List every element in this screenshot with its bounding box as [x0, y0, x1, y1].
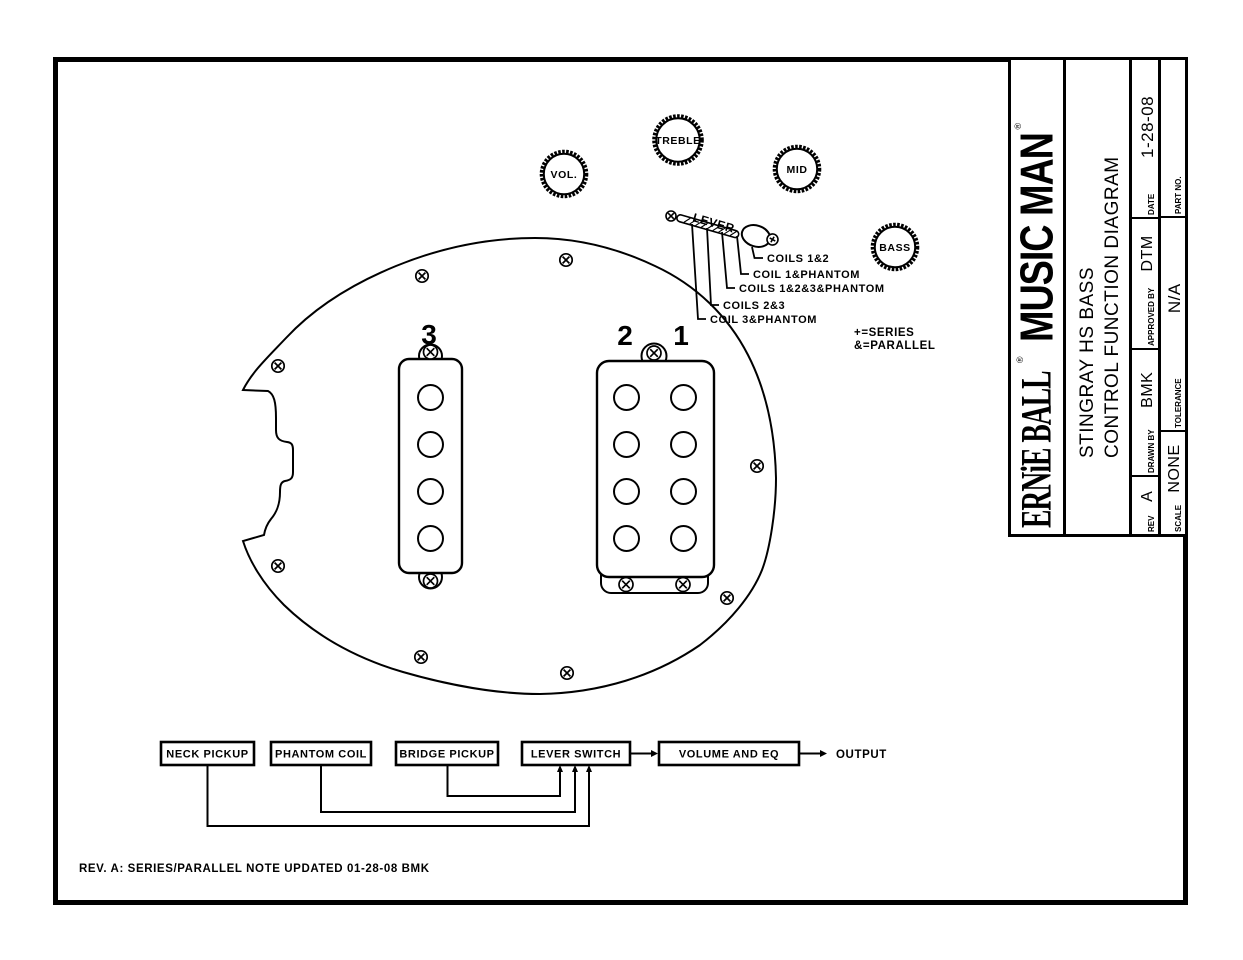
knob-mid: MID — [772, 144, 822, 194]
scale-cell: SCALE NONE — [1161, 430, 1185, 534]
date-label: DATE — [1146, 193, 1156, 215]
drawing-title: STINGRAY HS BASS CONTROL FUNCTION DIAGRA… — [1066, 60, 1132, 534]
rev-cell: REV A — [1132, 475, 1158, 534]
knob-treble: TREBLE — [652, 114, 704, 166]
tolerance-cell: TOLERANCE N/A — [1161, 216, 1185, 430]
series-note-line1: +=SERIES — [854, 327, 914, 339]
knob-treble-label: TREBLE — [655, 135, 701, 147]
registered-mark-icon: ® — [1013, 122, 1023, 130]
music-man-logo: MUSIC MAN — [1011, 133, 1063, 343]
neck-pickup — [397, 343, 464, 590]
switch-position-1: COILS 1&2 — [767, 253, 829, 265]
tolerance-value: N/A — [1165, 283, 1184, 314]
neck-coil-number: 3 — [421, 319, 437, 350]
drawing-title-line2: CONTROL FUNCTION DIAGRAM — [1102, 156, 1123, 458]
bridge-coil-1-number: 1 — [673, 320, 689, 351]
flow-output-label: OUTPUT — [836, 749, 887, 761]
flow-box-phantom-coil: PHANTOM COIL — [275, 749, 367, 761]
approved-by-label: APPROVED BY — [1146, 287, 1156, 346]
flow-box-neck-pickup: NECK PICKUP — [166, 749, 248, 761]
date-cell: DATE 1-28-08 — [1132, 60, 1158, 217]
knob-bass: BASS — [870, 222, 920, 272]
approved-by-cell: APPROVED BY DTM — [1132, 217, 1158, 348]
bridge-pickup — [595, 342, 716, 594]
approved-by-value: DTM — [1139, 235, 1156, 272]
drawing-title-line1: STINGRAY HS BASS — [1077, 266, 1098, 458]
drawn-by-value: BMK — [1139, 371, 1156, 408]
brand-logo: ERNiE BALL ® MUSIC MAN ® — [1011, 60, 1066, 534]
rev-label: REV — [1146, 515, 1156, 532]
ernie-ball-logo: ERNiE BALL — [1012, 371, 1061, 528]
pickguard-outline — [241, 236, 778, 696]
knob-mid-label: MID — [786, 164, 807, 176]
title-block-row-info: REV A DRAWN BY BMK APPROVED BY DTM DATE … — [1132, 60, 1161, 534]
knob-volume-label: VOL. — [551, 169, 578, 181]
switch-position-2: COIL 1&PHANTOM — [753, 269, 860, 281]
flow-box-volume-eq: VOLUME AND EQ — [679, 749, 779, 761]
tolerance-label: TOLERANCE — [1173, 378, 1183, 428]
drawn-by-label: DRAWN BY — [1146, 429, 1156, 473]
switch-position-4: COILS 2&3 — [723, 300, 785, 312]
signal-flow: NECK PICKUP PHANTOM COIL BRIDGE PICKUP L… — [159, 740, 887, 827]
knob-volume: VOL. — [539, 149, 589, 199]
switch-position-5: COIL 3&PHANTOM — [710, 314, 817, 326]
knob-bass-label: BASS — [879, 242, 911, 254]
flow-box-bridge-pickup: BRIDGE PICKUP — [399, 749, 494, 761]
date-value: 1-28-08 — [1138, 95, 1157, 158]
switch-callout-lines — [691, 223, 763, 320]
series-note-line2: &=PARALLEL — [854, 340, 936, 352]
rev-value: A — [1139, 490, 1156, 502]
drawn-by-cell: DRAWN BY BMK — [1132, 348, 1158, 475]
flow-box-lever-switch: LEVER SWITCH — [531, 749, 621, 761]
flow-arrowheads — [557, 750, 827, 772]
switch-position-3: COILS 1&2&3&PHANTOM — [739, 283, 885, 295]
revision-note: REV. A: SERIES/PARALLEL NOTE UPDATED 01-… — [79, 863, 430, 875]
scale-label: SCALE — [1173, 504, 1183, 532]
registered-mark-icon: ® — [1015, 356, 1025, 364]
part-no-label: PART NO. — [1173, 176, 1183, 214]
title-block-row-scale: SCALE NONE TOLERANCE N/A PART NO. — [1161, 60, 1185, 534]
part-no-cell: PART NO. — [1161, 60, 1185, 216]
bridge-coil-2-number: 2 — [617, 320, 633, 351]
scale-value: NONE — [1166, 444, 1183, 493]
title-block: ERNiE BALL ® MUSIC MAN ® STINGRAY HS BAS… — [1008, 57, 1188, 537]
